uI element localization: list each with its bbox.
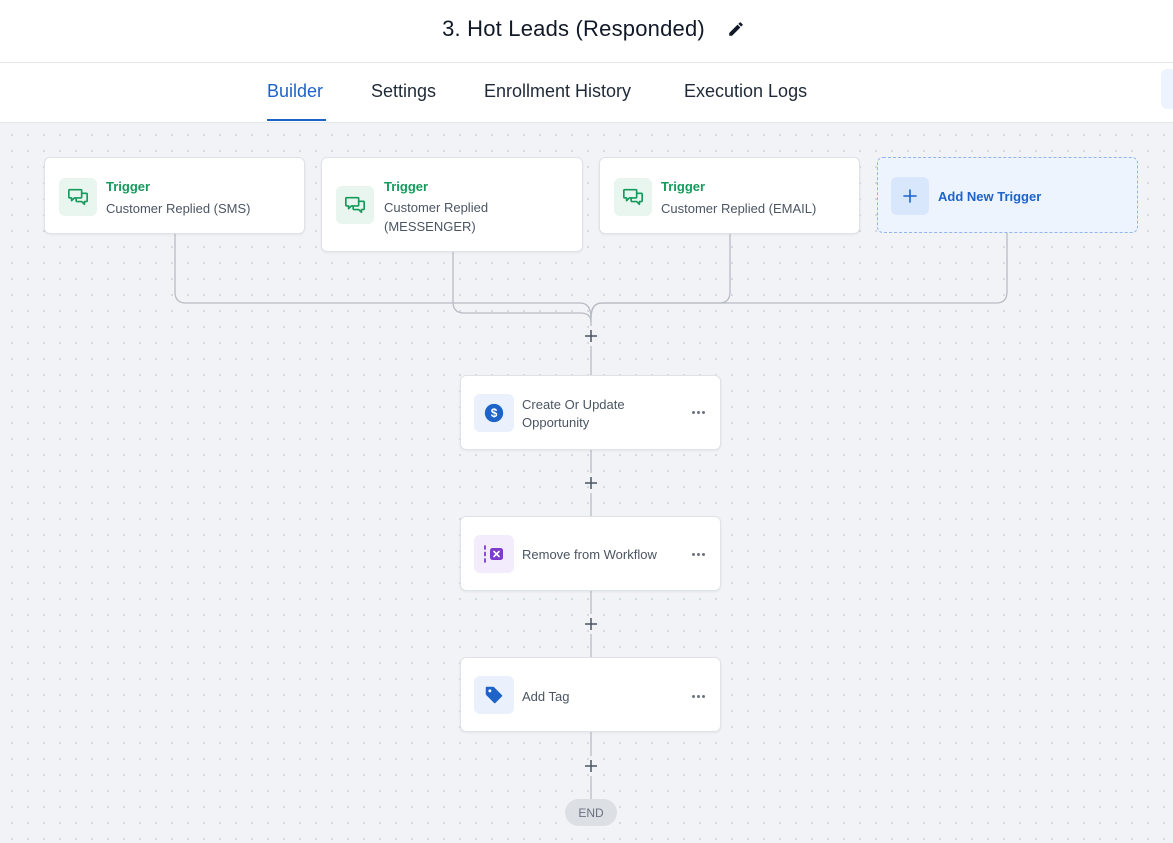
more-options-icon[interactable] (689, 403, 707, 421)
trigger-description: Customer Replied (EMAIL) (661, 201, 817, 216)
trigger-icon-box (614, 178, 652, 216)
remove-workflow-icon (484, 545, 503, 563)
chat-bubbles-icon (623, 188, 643, 206)
pencil-icon[interactable] (727, 20, 745, 38)
trigger-card-messenger[interactable]: Trigger Customer Replied (MESSENGER) (321, 157, 583, 252)
add-step-plus-button[interactable] (581, 326, 601, 346)
trigger-description: Customer Replied (SMS) (106, 201, 251, 216)
dollar-circle-icon: $ (484, 403, 504, 423)
action-label: Add Tag (522, 689, 570, 704)
plus-icon (585, 477, 597, 489)
title-bar: 3. Hot Leads (Responded) (0, 0, 1173, 58)
active-tab-indicator (267, 119, 326, 121)
add-step-plus-button[interactable] (581, 756, 601, 776)
trigger-description: Customer Replied (MESSENGER) (384, 200, 489, 234)
tag-icon (485, 686, 503, 704)
workflow-canvas[interactable] (0, 123, 1173, 843)
tab-builder[interactable]: Builder (267, 81, 324, 101)
plus-icon-box (891, 177, 929, 215)
trigger-icon-box (59, 178, 97, 216)
action-icon-box: $ (474, 394, 514, 432)
add-step-plus-button[interactable] (581, 473, 601, 493)
trigger-card-email[interactable]: Trigger Customer Replied (EMAIL) (599, 157, 860, 234)
trigger-heading: Trigger (661, 179, 706, 194)
trigger-icon-box (336, 186, 374, 224)
trigger-heading: Trigger (106, 179, 151, 194)
plus-icon (903, 189, 917, 203)
action-card-remove-from-workflow[interactable]: Remove from Workflow (460, 516, 721, 591)
tab-bar: Builder Settings Enrollment History Exec… (0, 63, 1173, 123)
trigger-card-sms[interactable]: Trigger Customer Replied (SMS) (44, 157, 305, 234)
header-action-button[interactable] (1161, 69, 1173, 109)
workflow-header: 3. Hot Leads (Responded) (0, 0, 1173, 63)
add-step-plus-button[interactable] (581, 614, 601, 634)
workflow-end-marker: END (565, 799, 617, 826)
plus-icon (585, 330, 597, 342)
tab-execution-logs[interactable]: Execution Logs (684, 81, 808, 101)
action-card-add-tag[interactable]: Add Tag (460, 657, 721, 732)
trigger-heading: Trigger (384, 179, 429, 194)
action-icon-box (474, 676, 514, 714)
workflow-title: 3. Hot Leads (Responded) (442, 16, 705, 41)
plus-icon (585, 618, 597, 630)
plus-icon (585, 760, 597, 772)
action-label: Create Or Update Opportunity (522, 397, 625, 430)
action-label: Remove from Workflow (522, 547, 657, 562)
tab-enrollment-history[interactable]: Enrollment History (484, 81, 632, 101)
add-trigger-label: Add New Trigger (938, 189, 1042, 204)
chat-bubbles-icon (345, 196, 365, 214)
tab-settings[interactable]: Settings (371, 81, 437, 101)
more-options-icon[interactable] (689, 687, 707, 705)
more-options-icon[interactable] (689, 545, 707, 563)
add-new-trigger-button[interactable]: Add New Trigger (877, 157, 1138, 233)
chat-bubbles-icon (68, 188, 88, 206)
action-card-create-update-opportunity[interactable]: $ Create Or Update Opportunity (460, 375, 721, 450)
svg-text:$: $ (491, 406, 498, 420)
action-icon-box (474, 535, 514, 573)
